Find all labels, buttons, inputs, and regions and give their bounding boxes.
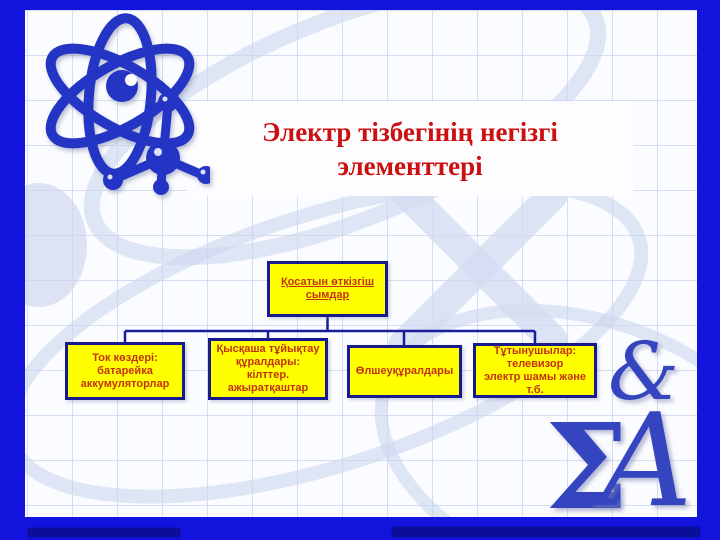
footer-smudge-right: [392, 527, 700, 537]
flowchart-root-box: Қосатын өткізгіш сымдар: [267, 261, 388, 317]
slide-title: Электр тізбегінің негізгі элементтері: [262, 116, 558, 181]
footer-smudge-left: [28, 528, 180, 537]
frame-top-bar: [0, 0, 720, 10]
flowchart-box-current-sources: Ток көздері: батарейка аккумуляторлар: [65, 342, 185, 400]
frame-right-bar: [697, 10, 720, 540]
flowchart-box-switching-devices: Қысқаша тұйықтау құралдары: кілттер. ажы…: [208, 338, 328, 400]
flowchart-box-consumers: Тұтынушылар: телевизор электр шамы және …: [473, 343, 597, 398]
flowchart-box-measuring-instruments: Өлшеуқұралдары: [347, 345, 462, 398]
frame-left-bar: [0, 10, 25, 540]
script-a-glyph: A: [600, 387, 693, 536]
title-band: Электр тізбегінің негізгі элементтері: [187, 101, 633, 196]
atom-molecule-logo: [45, 13, 210, 195]
